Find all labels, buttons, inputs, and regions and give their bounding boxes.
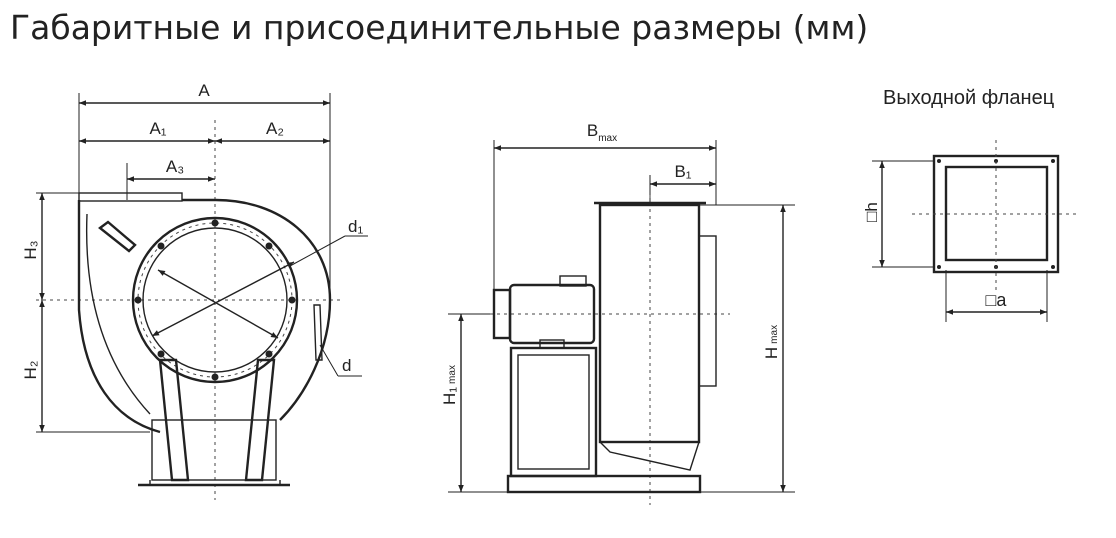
svg-text:Bmax: Bmax — [587, 121, 617, 144]
dim-label-h-subscript: max — [769, 325, 780, 344]
dim-label-b-subscript: max — [598, 133, 617, 144]
side-view: Bmax B₁ H₁ max Hmax — [440, 121, 795, 505]
outlet-flange-view: Выходной фланец □h □a — [862, 87, 1078, 322]
dim-label-a-flange: □a — [986, 290, 1008, 310]
dim-label-b: B — [587, 121, 598, 140]
dim-label-h-flange: □h — [862, 202, 881, 222]
dim-label-h: H — [762, 347, 781, 359]
dim-label-d: d — [342, 356, 351, 375]
flange-title: Выходной фланец — [883, 87, 1054, 109]
svg-text:H₁max: H₁ max — [440, 365, 459, 405]
dim-label-a3: A₃ — [166, 157, 184, 176]
dim-label-d1: d₁ — [348, 217, 363, 236]
dim-label-h2: H₂ — [21, 361, 40, 380]
dim-label-h1-subscript: max — [447, 365, 458, 384]
dim-label-a2: A₂ — [266, 119, 284, 138]
dim-label-a: A — [198, 81, 210, 100]
front-view: A A₁ A₂ A₃ H₃ H₂ — [21, 81, 368, 500]
dim-label-b1: B₁ — [674, 162, 691, 181]
dim-label-a1: A₁ — [149, 119, 166, 138]
svg-text:Hmax: Hmax — [762, 325, 781, 359]
dim-label-h3: H₃ — [21, 240, 40, 259]
dim-label-h1: H₁ — [440, 387, 459, 405]
page-title: Габаритные и присоединительные размеры (… — [10, 8, 869, 47]
